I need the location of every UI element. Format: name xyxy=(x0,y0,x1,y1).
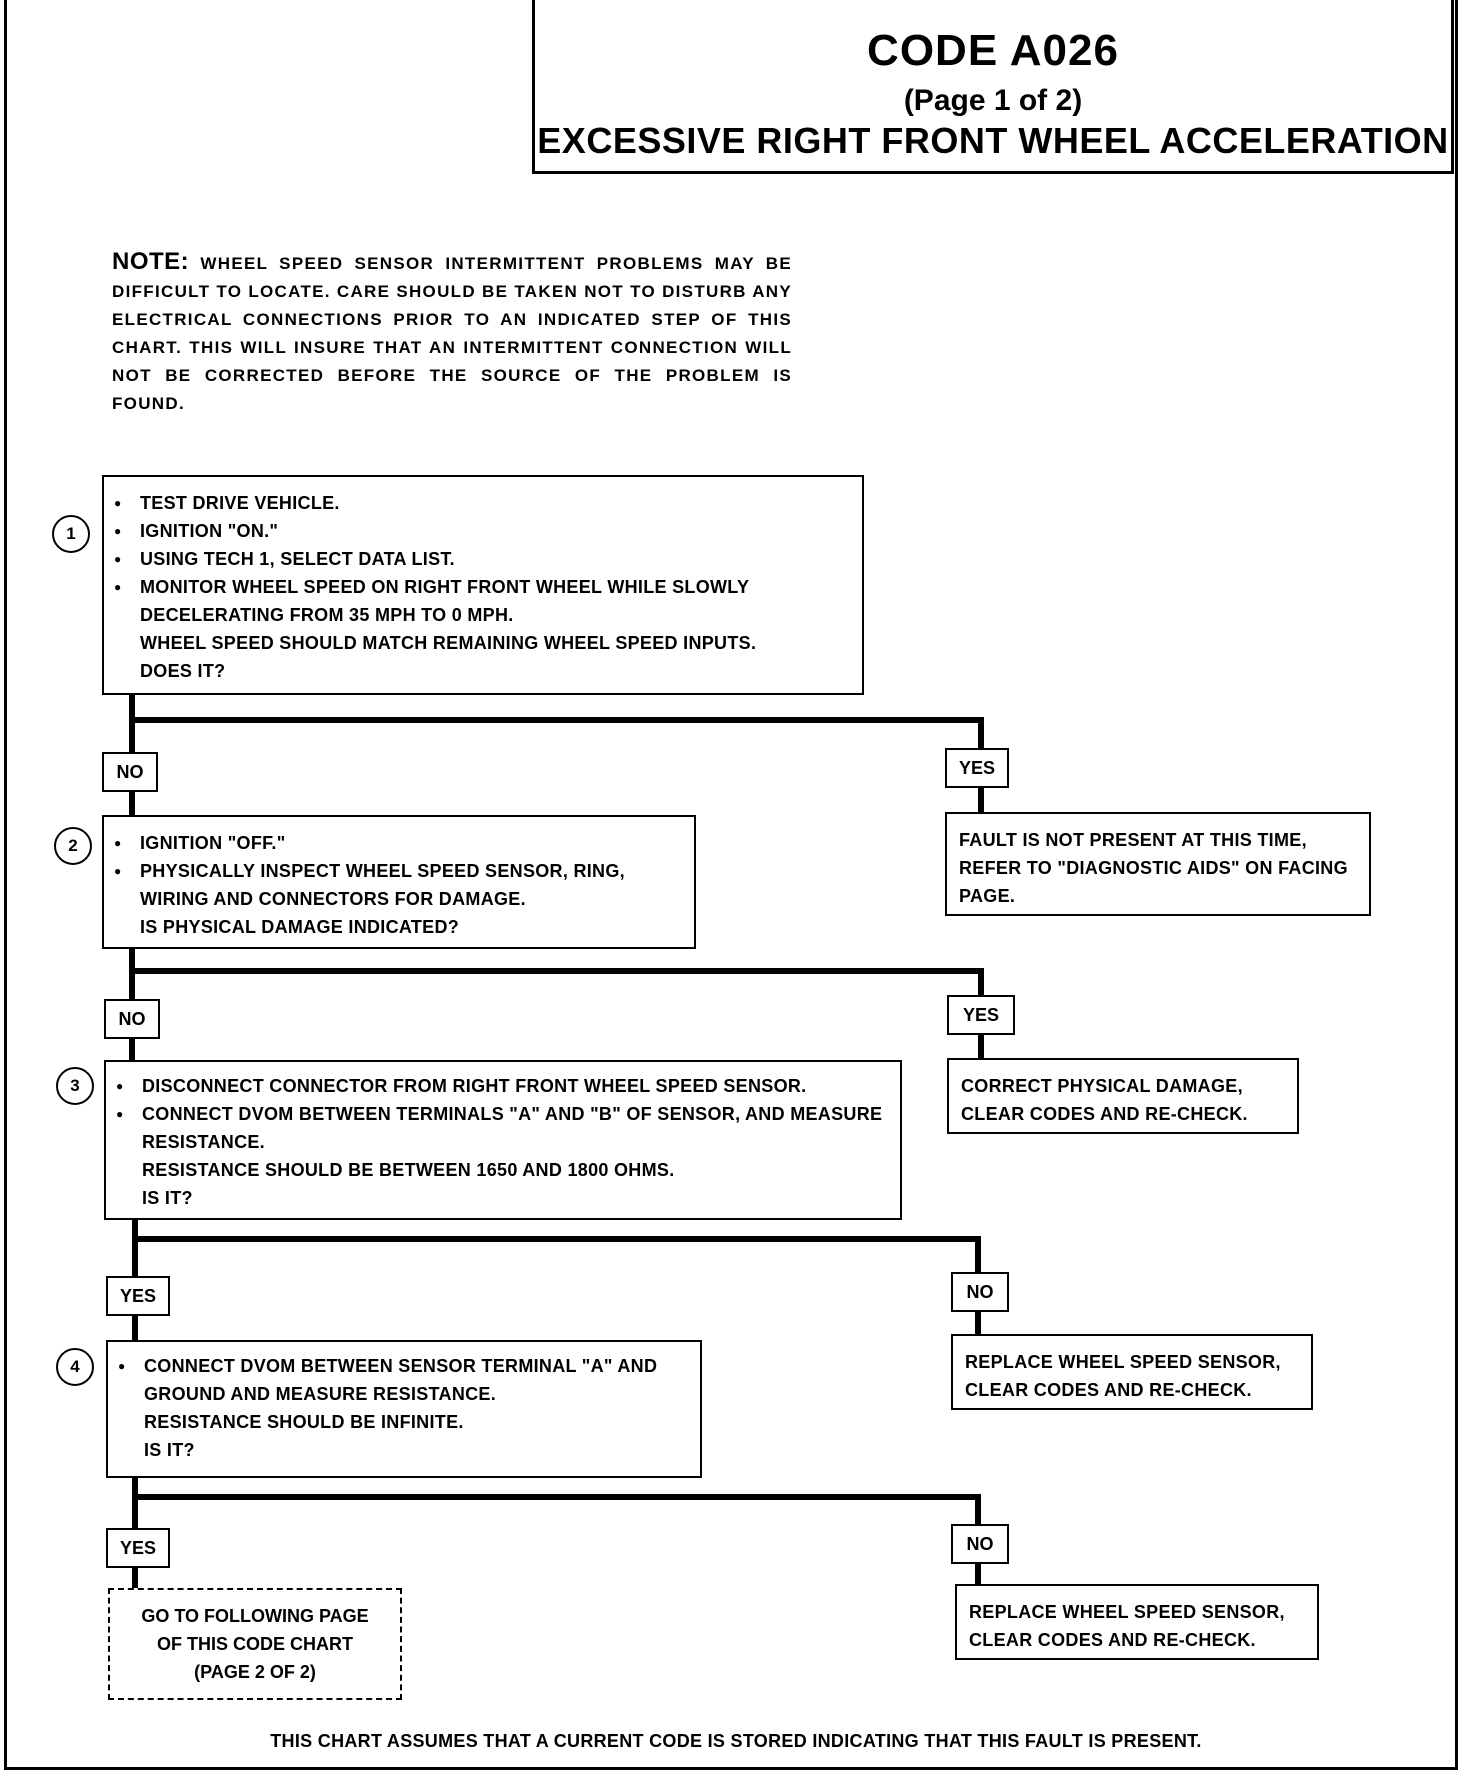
step-4-box: CONNECT DVOM BETWEEN SENSOR TERMINAL "A"… xyxy=(106,1340,702,1478)
step-3-bullet: CONNECT DVOM BETWEEN TERMINALS "A" AND "… xyxy=(112,1100,886,1156)
step-4-bullet: CONNECT DVOM BETWEEN SENSOR TERMINAL "A"… xyxy=(114,1352,686,1408)
step-1-question-line: DOES IT? xyxy=(140,661,226,681)
step-3-number: 3 xyxy=(56,1067,94,1105)
step-1-bullet: MONITOR WHEEL SPEED ON RIGHT FRONT WHEEL… xyxy=(110,573,848,629)
step-1-bullet: IGNITION "ON." xyxy=(110,517,848,545)
branch-3-yes-label: YES xyxy=(106,1276,170,1316)
step-3-question-line: IS IT? xyxy=(142,1188,193,1208)
result-correct-damage: CORRECT PHYSICAL DAMAGE, CLEAR CODES AND… xyxy=(947,1058,1299,1134)
note-text: WHEEL SPEED SENSOR INTERMITTENT PROBLEMS… xyxy=(112,254,792,413)
step-3-bullet: DISCONNECT CONNECTOR FROM RIGHT FRONT WH… xyxy=(112,1072,886,1100)
step-4-number: 4 xyxy=(56,1348,94,1386)
result-replace-sensor-2: REPLACE WHEEL SPEED SENSOR, CLEAR CODES … xyxy=(955,1584,1319,1660)
branch-4-yes-label: YES xyxy=(106,1528,170,1568)
title-block: CODE A026 (Page 1 of 2) EXCESSIVE RIGHT … xyxy=(532,0,1454,174)
branch-1-no-label: NO xyxy=(102,752,158,792)
goto-next-page-box: GO TO FOLLOWING PAGE OF THIS CODE CHART … xyxy=(108,1588,402,1700)
step-1-question-line: WHEEL SPEED SHOULD MATCH REMAINING WHEEL… xyxy=(140,633,757,653)
step-2-number: 2 xyxy=(54,827,92,865)
step-1-box: TEST DRIVE VEHICLE. IGNITION "ON." USING… xyxy=(102,475,864,695)
step-1-number: 1 xyxy=(52,515,90,553)
step-3-question-line: RESISTANCE SHOULD BE BETWEEN 1650 AND 18… xyxy=(142,1160,675,1180)
code-title: CODE A026 xyxy=(867,26,1119,75)
result-fault-not-present: FAULT IS NOT PRESENT AT THIS TIME, REFER… xyxy=(945,812,1371,916)
branch-4-no-label: NO xyxy=(951,1524,1009,1564)
step-2-bullet: PHYSICALLY INSPECT WHEEL SPEED SENSOR, R… xyxy=(110,857,680,913)
step-2-bullet: IGNITION "OFF." xyxy=(110,829,680,857)
branch-2-no-label: NO xyxy=(104,999,160,1039)
chart-footer-note: THIS CHART ASSUMES THAT A CURRENT CODE I… xyxy=(270,1731,1202,1751)
step-1-bullet: TEST DRIVE VEHICLE. xyxy=(110,489,848,517)
step-4-question-line: IS IT? xyxy=(144,1440,195,1460)
branch-1-yes-label: YES xyxy=(945,748,1009,788)
chart-title: EXCESSIVE RIGHT FRONT WHEEL ACCELERATION xyxy=(537,120,1449,161)
note-block: NOTE: WHEEL SPEED SENSOR INTERMITTENT PR… xyxy=(112,248,792,418)
page-frame xyxy=(4,0,1458,1770)
step-3-box: DISCONNECT CONNECTOR FROM RIGHT FRONT WH… xyxy=(104,1060,902,1220)
step-4-question-line: RESISTANCE SHOULD BE INFINITE. xyxy=(144,1412,464,1432)
page-indicator: (Page 1 of 2) xyxy=(903,84,1083,117)
step-1-bullet: USING TECH 1, SELECT DATA LIST. xyxy=(110,545,848,573)
branch-3-no-label: NO xyxy=(951,1272,1009,1312)
step-2-box: IGNITION "OFF." PHYSICALLY INSPECT WHEEL… xyxy=(102,815,696,949)
note-label: NOTE: xyxy=(112,248,190,275)
result-replace-sensor-1: REPLACE WHEEL SPEED SENSOR, CLEAR CODES … xyxy=(951,1334,1313,1410)
branch-2-yes-label: YES xyxy=(947,995,1015,1035)
step-2-question-line: IS PHYSICAL DAMAGE INDICATED? xyxy=(140,917,460,937)
